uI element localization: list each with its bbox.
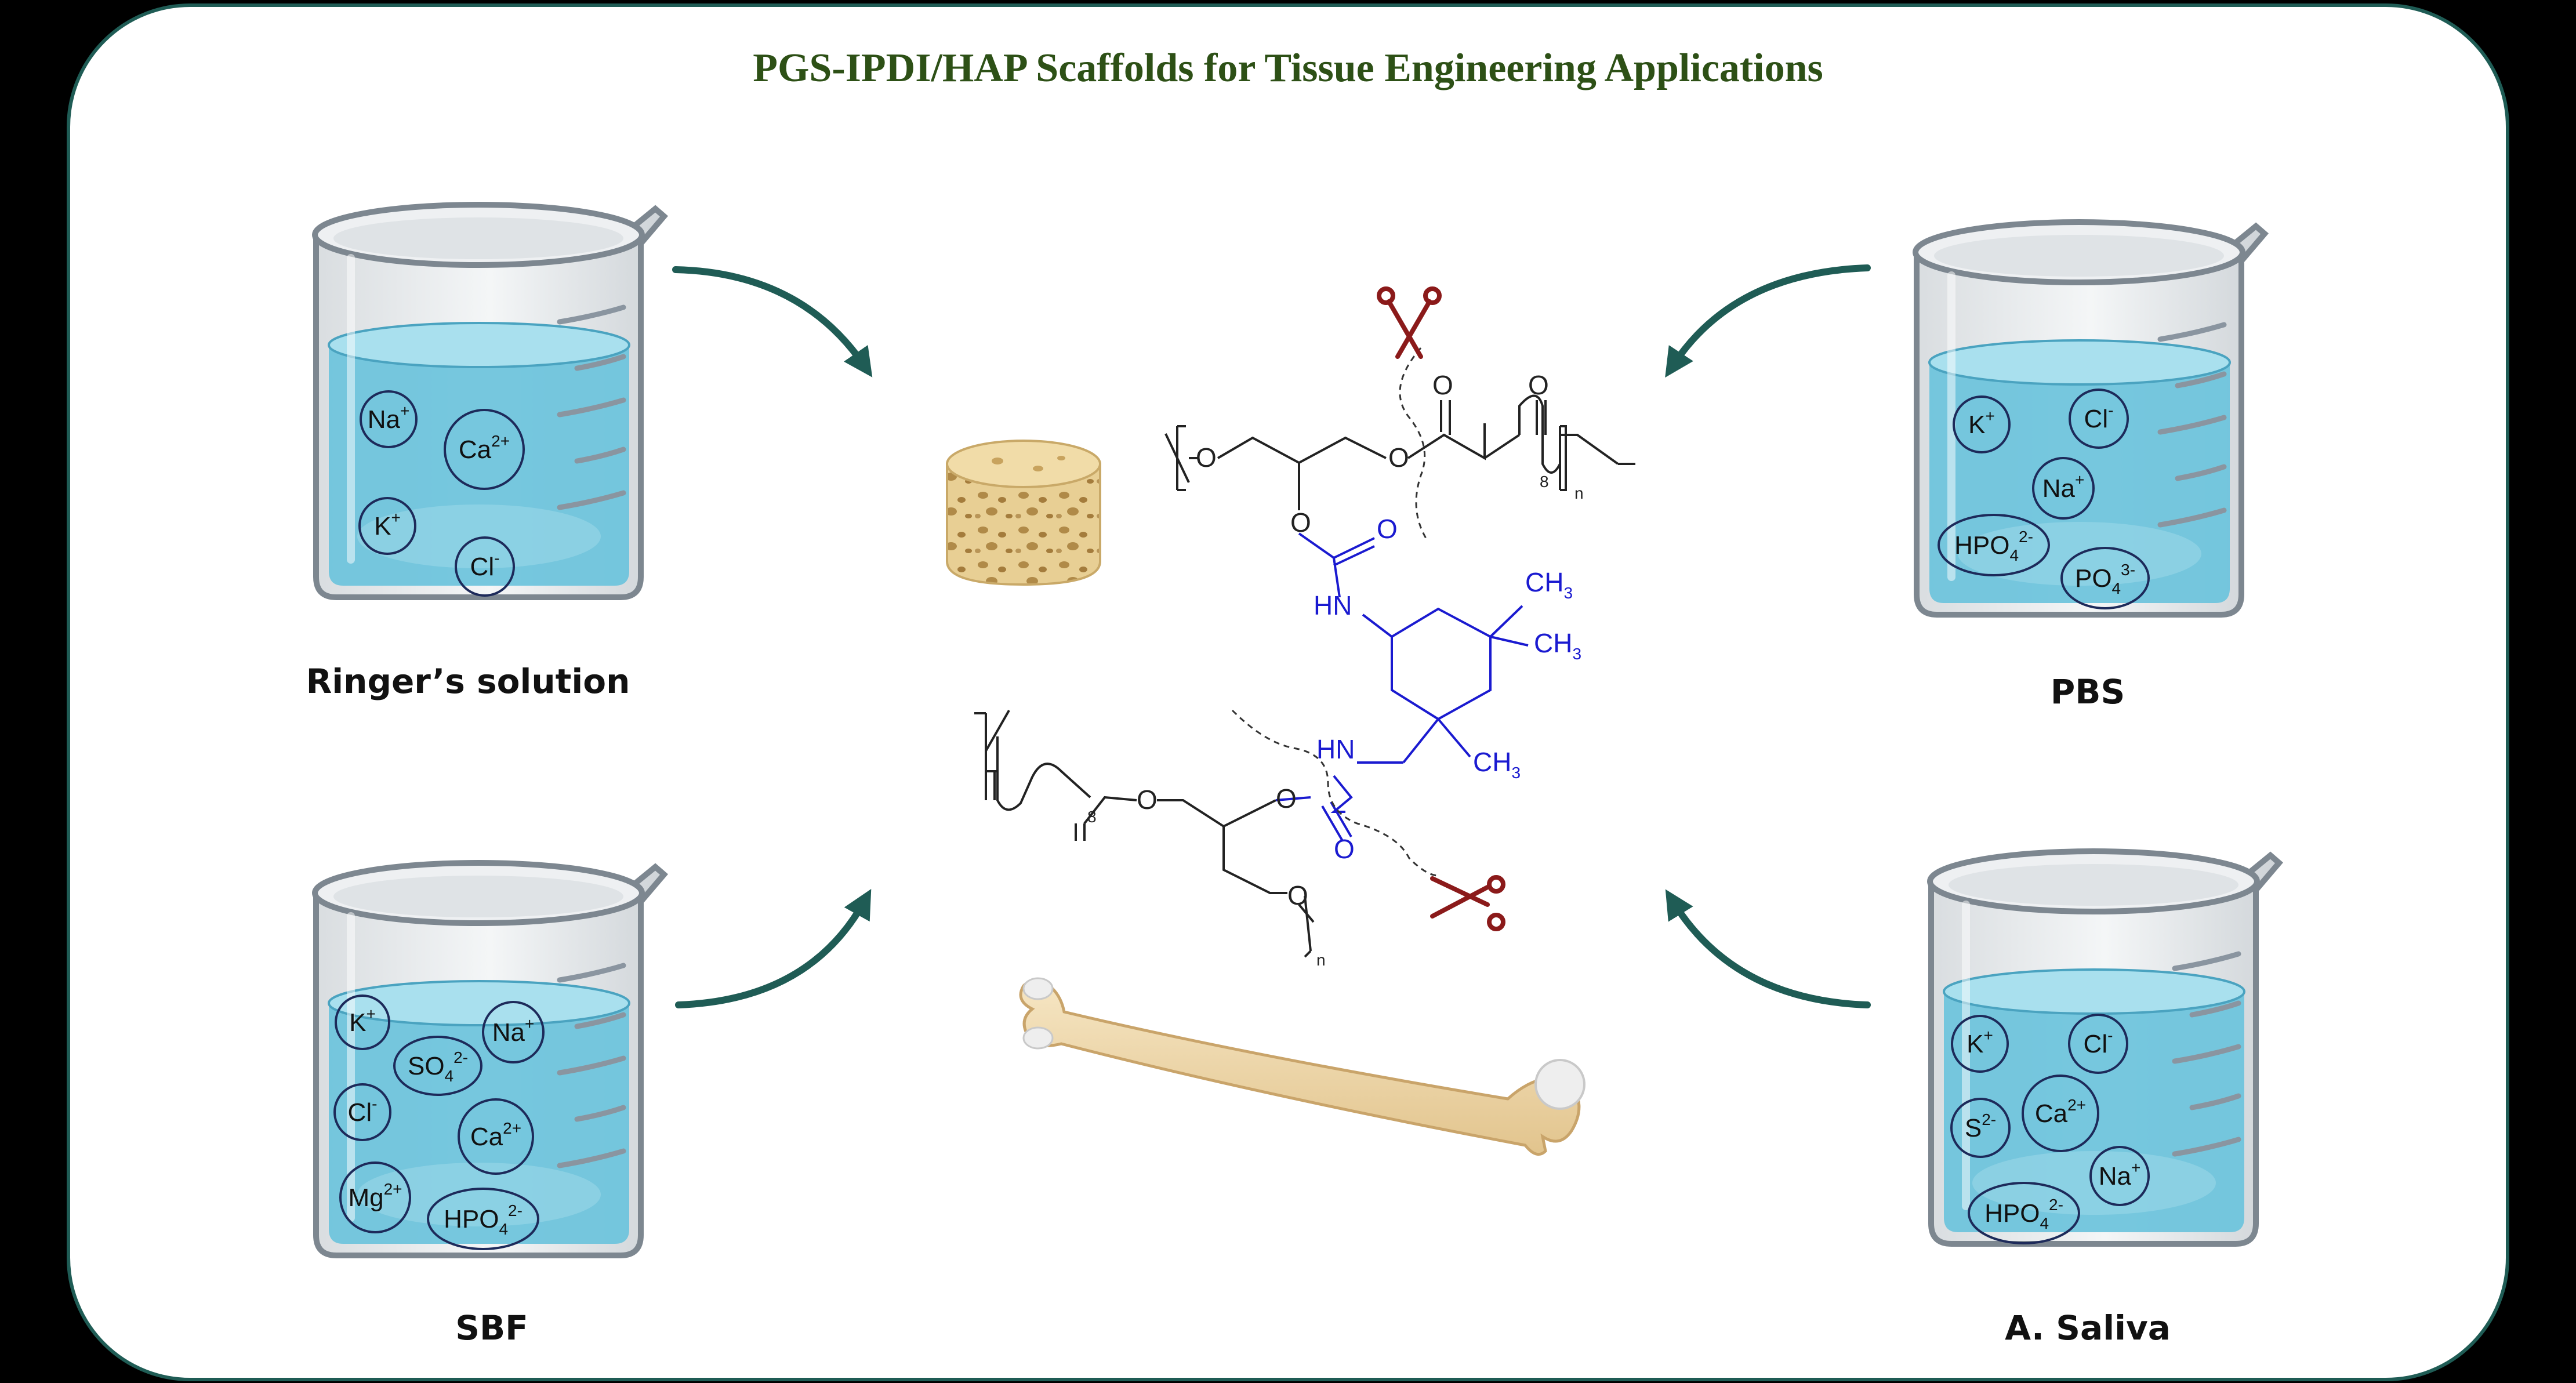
ion-s: S2- [1965, 1110, 1996, 1142]
diagram-title: PGS-IPDI/HAP Scaffolds for Tissue Engine… [753, 46, 1823, 90]
repeat-subscript: n [1574, 484, 1584, 502]
scissors-icon [1377, 286, 1442, 359]
ion-na: Na+ [2042, 471, 2085, 503]
ion-list: Na+ Ca2+ K+ Cl- [358, 390, 525, 597]
label-pbs: PBS [2051, 672, 2125, 712]
ion-hpo4: HPO42- [444, 1201, 523, 1238]
label-ringers: Ringer’s solution [306, 662, 630, 701]
repeat-subscript: n [1316, 951, 1326, 969]
atom-o: O [1432, 370, 1453, 400]
beaker-ringers: Na+ Ca2+ K+ Cl- Ringer’s solution [306, 205, 664, 701]
atom-o: O [1287, 880, 1308, 910]
ion-na: Na+ [368, 402, 410, 434]
pgs-ipdi-structure: O O O O O O O O O O HN HN CH3 CH3 CH3 8 … [974, 286, 1635, 969]
curved-arrow-icon [1665, 264, 1871, 378]
ion-hpo4: HPO42- [1954, 528, 2033, 564]
atom-hn: HN [1316, 734, 1355, 764]
ion-hpo4: HPO42- [1984, 1196, 2063, 1232]
ion-cl: Cl- [2084, 401, 2114, 433]
atom-o: O [1377, 514, 1398, 544]
atom-o: O [1388, 442, 1409, 473]
curved-arrow-icon [1665, 889, 1871, 1008]
ion-ca: Ca2+ [459, 432, 510, 464]
atom-o: O [1290, 507, 1311, 538]
atom-o: O [1334, 834, 1355, 864]
atom-o: O [1196, 442, 1217, 473]
ion-list: K+ SO42- Na+ Cl- Ca2+ Mg2+ HPO42- [333, 994, 545, 1250]
ion-ca: Ca2+ [470, 1119, 521, 1151]
ion-list: K+ Cl- S2- Ca2+ Na+ HPO42- [1950, 1014, 2150, 1244]
ipdi-blue [1275, 532, 1529, 842]
bone-icon [1019, 977, 1585, 1156]
beaker-pbs: K+ Cl- Na+ HPO42- PO43- PBS [1915, 222, 2265, 712]
curved-arrow-icon [672, 266, 873, 377]
atom-hn: HN [1314, 590, 1352, 620]
ion-po4: PO43- [2075, 561, 2135, 597]
methyl-group: CH3 [1534, 628, 1581, 663]
atom-o: O [1137, 785, 1158, 815]
scissors-icon [1430, 875, 1505, 931]
arrows [672, 264, 1871, 1008]
ion-cl: Cl- [2084, 1026, 2113, 1058]
diagram-frame [67, 3, 2509, 1381]
repeat-subscript: 8 [1087, 808, 1097, 826]
curved-arrow-icon [675, 889, 872, 1008]
ion-k: K+ [1968, 407, 1995, 439]
ion-mg: Mg2+ [348, 1180, 402, 1212]
ion-so4: SO42- [408, 1048, 468, 1085]
cleavage-lines [1231, 347, 1439, 877]
atom-o: O [1528, 370, 1549, 400]
ion-cl: Cl- [470, 549, 500, 581]
label-sbf: SBF [455, 1308, 528, 1348]
ion-na: Na+ [2099, 1159, 2141, 1190]
ion-k: K+ [349, 1005, 376, 1037]
methyl-group: CH3 [1525, 567, 1573, 602]
ion-na: Na+ [492, 1015, 535, 1047]
ion-cl: Cl- [348, 1095, 378, 1127]
scaffold-icon [946, 440, 1101, 586]
ion-k: K+ [374, 509, 401, 540]
atom-o: O [1276, 783, 1297, 814]
bottom-chain [985, 710, 1315, 958]
label-saliva: A. Saliva [2005, 1308, 2171, 1348]
beaker-saliva: K+ Cl- S2- Ca2+ Na+ HPO42- A. Saliva [1930, 851, 2279, 1348]
beaker-sbf: K+ SO42- Na+ Cl- Ca2+ Mg2+ HPO42- SBF [315, 863, 664, 1348]
ion-k: K+ [1967, 1026, 1993, 1058]
ion-list: K+ Cl- Na+ HPO42- PO43- [1938, 389, 2150, 609]
methyl-group: CH3 [1473, 747, 1521, 782]
repeat-subscript: 8 [1540, 473, 1549, 491]
ion-ca: Ca2+ [2035, 1096, 2086, 1128]
